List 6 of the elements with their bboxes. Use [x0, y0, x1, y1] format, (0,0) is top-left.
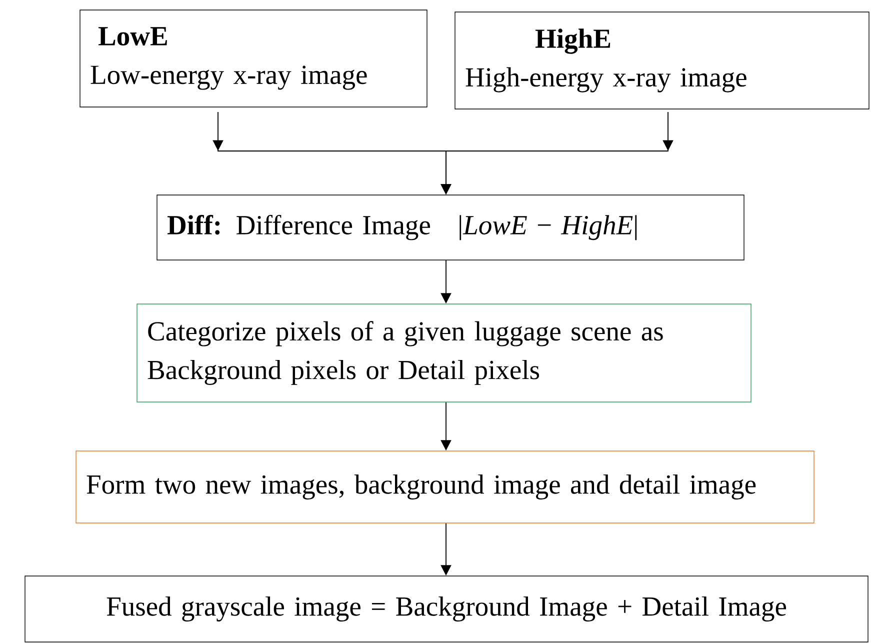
- result-box: Fused grayscale image = Background Image + Detail Image: [24, 576, 868, 642]
- process-box: Categorize pixels of a given luggage scene as Background pixels or Detail pixels: [136, 304, 752, 402]
- process-box: HighE High-energy x-ray image: [454, 12, 870, 110]
- process-box: LowE Low-energy x-ray image: [80, 10, 428, 108]
- process-box: Diff: Difference Image |LowE − HighE|: [156, 194, 744, 260]
- process-box: Form two new images, background image and detail image: [76, 450, 814, 524]
